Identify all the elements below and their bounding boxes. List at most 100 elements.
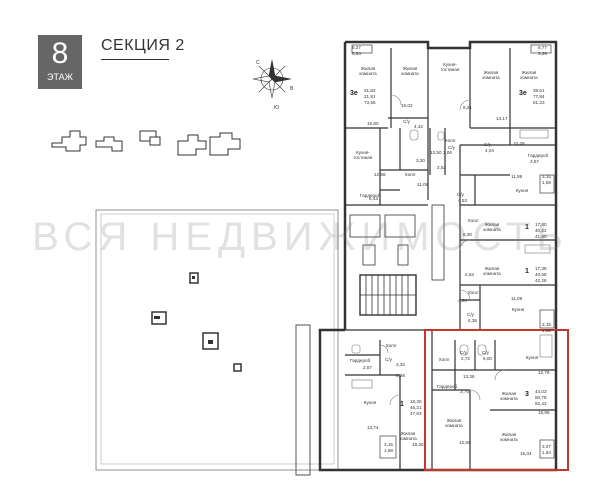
apt-area-living: 17,40 bbox=[535, 222, 547, 227]
room-label: Жилая комната bbox=[399, 431, 417, 442]
area-value: 10,49 bbox=[513, 141, 525, 146]
room-label: Кухня-гостиная bbox=[353, 150, 373, 161]
area-value: 3,30 bbox=[416, 158, 425, 163]
room-label: Холл bbox=[467, 290, 479, 295]
area-value: 2,53 bbox=[465, 272, 474, 277]
apt-area-total: 77,84 bbox=[533, 94, 545, 99]
floor-number: 8 bbox=[51, 37, 69, 70]
area-value: 3,32 bbox=[396, 362, 405, 367]
apt-area-living: 31,82 bbox=[364, 88, 376, 93]
floor-badge: 8 ЭТАЖ bbox=[38, 35, 82, 89]
apt-rooms: 3е bbox=[350, 90, 358, 97]
wardrobe-label: Гардероб bbox=[437, 384, 458, 389]
area-value: 11,08 bbox=[417, 182, 429, 187]
apt-area-living: 17,38 bbox=[535, 266, 547, 271]
compass-rose: С В Ю bbox=[252, 59, 294, 110]
balconies bbox=[351, 44, 555, 459]
bath-label: С/у bbox=[448, 145, 455, 150]
apt-rooms: 1 bbox=[525, 268, 529, 275]
room-label: Кухня bbox=[511, 307, 525, 312]
bath-label: С/у bbox=[484, 142, 491, 147]
apt-area-total: 46,21 bbox=[410, 405, 422, 410]
area-value: 1,58 bbox=[384, 448, 393, 453]
bath-label: С/у bbox=[460, 350, 467, 355]
room-label: Кухня bbox=[515, 188, 529, 193]
area-value: 3,75 bbox=[460, 389, 469, 394]
apt-rooms: 1 bbox=[525, 224, 529, 231]
room-label: Холл bbox=[467, 218, 479, 223]
interior-walls bbox=[345, 48, 556, 470]
area-value: 8,28 bbox=[396, 373, 405, 378]
area-value: 4,42 bbox=[414, 124, 423, 129]
apt-area-total: 40,22 bbox=[535, 228, 547, 233]
area-value: 6,30 bbox=[463, 232, 472, 237]
apt-area-full: 47,83 bbox=[410, 411, 422, 416]
area-value: 6,38 bbox=[468, 318, 477, 323]
area-value: 2,57 bbox=[363, 365, 372, 370]
area-value: 15,34 bbox=[520, 451, 532, 456]
apt-rooms: 1 bbox=[400, 401, 404, 408]
bath-label: С/у bbox=[385, 357, 392, 362]
area-value: 4,64 bbox=[458, 298, 467, 303]
area-value: 5,27 bbox=[352, 45, 361, 50]
apt-area-total: 40,68 bbox=[535, 272, 547, 277]
area-value: 3,27 bbox=[542, 444, 551, 449]
room-label: Холл bbox=[404, 172, 416, 177]
bath-label: С/у bbox=[467, 312, 474, 317]
area-value: 6,43 bbox=[369, 196, 378, 201]
area-value: 3,57 bbox=[530, 159, 539, 164]
apt-area-full: 41,80 bbox=[535, 234, 547, 239]
floor-label: ЭТАЖ bbox=[47, 72, 73, 82]
compass-east: В bbox=[290, 86, 294, 92]
apt-area-full: 73,55 bbox=[364, 100, 376, 105]
apt-rooms: 3 bbox=[525, 391, 529, 398]
area-value: 4,53 bbox=[458, 198, 467, 203]
area-value: 5,64 bbox=[352, 51, 361, 56]
area-value: 16,02 bbox=[401, 103, 413, 108]
area-value: 2,06 bbox=[443, 150, 452, 155]
room-label: Жилая комната bbox=[483, 222, 501, 233]
area-value: 11,99 bbox=[511, 174, 523, 179]
room-label: Холл bbox=[444, 138, 456, 143]
terrace bbox=[95, 209, 339, 476]
bath-label: С/у bbox=[457, 192, 464, 197]
room-label: Кухня-гостиная bbox=[440, 62, 460, 73]
section-title-underline bbox=[101, 59, 169, 60]
area-value: 3,15 bbox=[542, 174, 551, 179]
apt-area-living: 18,30 bbox=[410, 399, 422, 404]
area-value: 15,80 bbox=[367, 121, 379, 126]
apt-rooms: 3е bbox=[519, 90, 527, 97]
room-label: Холл bbox=[385, 343, 397, 348]
apt-area-full: 81,23 bbox=[533, 100, 545, 105]
area-value: 3,15 bbox=[384, 442, 393, 447]
area-value: 1,58 bbox=[542, 328, 551, 333]
area-value: 12,65 bbox=[459, 440, 471, 445]
apt-area-living: 44,03 bbox=[535, 389, 547, 394]
stair-core bbox=[349, 204, 445, 316]
fixtures bbox=[351, 129, 553, 389]
area-value: 12,78 bbox=[538, 370, 550, 375]
building-walls bbox=[318, 40, 558, 472]
wardrobe-label: Гардероб bbox=[350, 358, 371, 363]
area-value: 11,09 bbox=[511, 296, 523, 301]
section-title: СЕКЦИЯ 2 bbox=[101, 37, 185, 54]
room-label: Жилая комната bbox=[483, 266, 501, 277]
area-value: 1,64 bbox=[542, 450, 551, 455]
bath-label: С/у bbox=[482, 350, 489, 355]
area-value: 6,77 bbox=[538, 45, 547, 50]
apt-area-total: 21,91 bbox=[364, 94, 376, 99]
area-value: 2,53 bbox=[437, 165, 446, 170]
room-label: Жилая комната bbox=[500, 432, 518, 443]
highlighted-apartment-outline[interactable] bbox=[424, 329, 569, 471]
area-value: 4,04 bbox=[485, 148, 494, 153]
area-value: 6,00 bbox=[483, 356, 492, 361]
area-value: 18,30 bbox=[412, 442, 424, 447]
room-label: Жилая комната bbox=[445, 418, 463, 429]
compass-north: С bbox=[256, 60, 260, 66]
area-value: 2,72 bbox=[461, 356, 470, 361]
compass-south: Ю bbox=[274, 105, 279, 110]
key-plan-minimap bbox=[51, 130, 241, 156]
room-label: Жилая комната bbox=[482, 70, 500, 81]
bath-label: С/у bbox=[403, 119, 410, 124]
